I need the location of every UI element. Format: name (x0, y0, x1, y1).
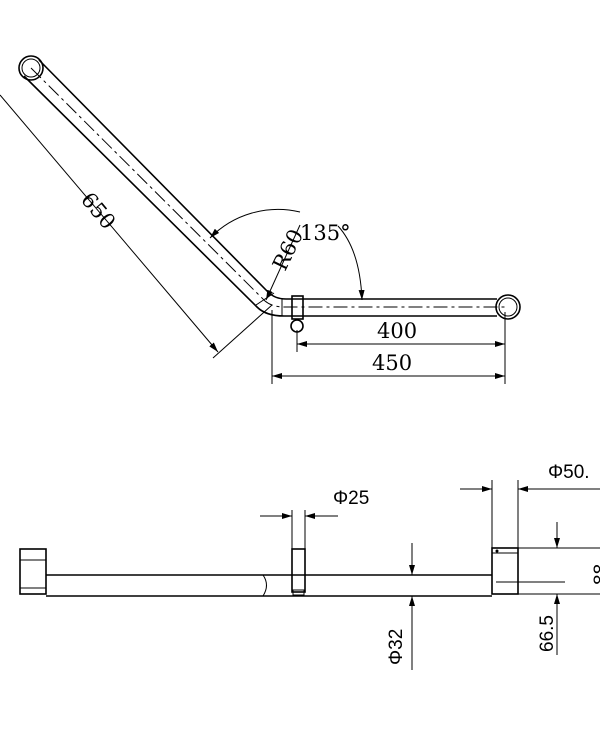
dim-450: 450 (372, 351, 412, 375)
dim-angle-135: 135° (300, 221, 351, 245)
dim-flange-diameter: Φ50. (548, 462, 590, 483)
left-wall-flange (18, 55, 44, 81)
dim-collar-diameter: Φ25 (333, 488, 369, 509)
side-view: Φ25 Φ50. Φ32 66.5 88 (19, 462, 600, 670)
dim-flange-height: 88 (591, 564, 600, 585)
left-end-flange (19, 548, 47, 595)
dim-400: 400 (377, 319, 417, 343)
side-collar (291, 548, 306, 593)
right-end-flange (491, 547, 519, 595)
top-view: 650 135° R60 400 450 (0, 55, 521, 384)
centerline (30, 67, 508, 308)
dim-650: 650 (76, 188, 120, 234)
right-wall-flange (495, 294, 521, 320)
dim-tube-diameter: Φ32 (386, 629, 407, 665)
collar (291, 295, 304, 320)
dim-flange-offset: 66.5 (537, 615, 558, 652)
